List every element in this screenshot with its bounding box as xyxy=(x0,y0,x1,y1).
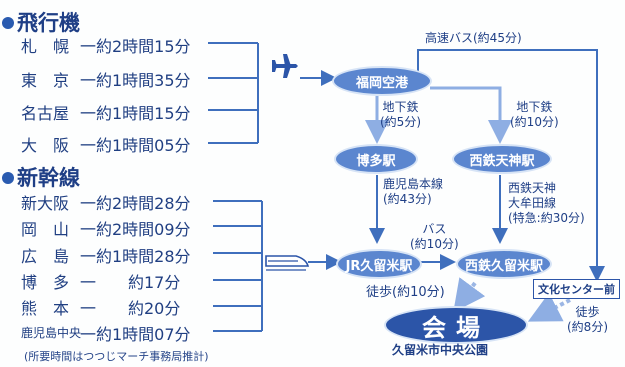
walk-arrow-2 xyxy=(527,292,571,322)
shinkansen-time-hakata: 一 約17分 xyxy=(80,273,181,292)
shinkansen-time-okayama: 一約2時間09分 xyxy=(80,220,191,239)
bullet-icon xyxy=(2,17,14,29)
flight-city-nagoya: 名古屋 xyxy=(21,104,70,123)
kagoshima-line-label: 鹿児島本線 (約43分) xyxy=(383,177,444,206)
flight-city-tokyo: 東 京 xyxy=(21,71,70,90)
node-nishitetsu-tenjin: 西鉄天神駅 xyxy=(452,144,552,174)
bus-label: バス (約10分) xyxy=(410,222,459,251)
node-hakata-station: 博多駅 xyxy=(334,144,418,174)
flight-bracket xyxy=(208,42,259,144)
shinkansen-time-shinosaka: 一約2時間28分 xyxy=(80,194,191,213)
flight-city-osaka: 大 阪 xyxy=(21,136,70,155)
flight-time-sapporo: 一約2時間15分 xyxy=(80,37,191,56)
shinkansen-city-okayama: 岡 山 xyxy=(21,220,70,239)
shinkansen-time-kumamoto: 一 約20分 xyxy=(80,299,181,318)
node-nishitetsu-kurume: 西鉄久留米駅 xyxy=(456,249,552,279)
shinkansen-city-hiroshima: 広 島 xyxy=(21,247,70,266)
airplane-icon xyxy=(272,54,298,78)
subway-arrow-2 xyxy=(430,86,512,144)
flight-city-sapporo: 札 幌 xyxy=(21,37,70,56)
node-fukuoka-airport: 福岡空港 xyxy=(332,66,432,96)
train-icon xyxy=(265,255,310,271)
flight-time-tokyo: 一約1時間35分 xyxy=(80,71,191,90)
bullet-icon xyxy=(2,172,14,184)
estimate-note: (所要時間はつつじマーチ事務局推計) xyxy=(24,350,209,363)
walk-arrow-1 xyxy=(453,277,486,313)
shinkansen-time-hiroshima: 一約1時間28分 xyxy=(80,247,191,266)
shinkansen-header: 新幹線 xyxy=(2,162,80,192)
walk-label-2: 徒歩 (約8分) xyxy=(567,305,608,334)
bunka-center-mae-stop: 文化センター前 xyxy=(533,279,620,299)
subway-label-2: 地下鉄 (約10分) xyxy=(510,100,559,129)
flight-time-osaka: 一約1時間05分 xyxy=(80,136,191,155)
node-jr-kurume: JR久留米駅 xyxy=(336,249,422,279)
venue-name: 久留米市中央公園 xyxy=(392,343,489,357)
flight-header: 飛行機 xyxy=(2,7,80,37)
shinkansen-city-kagoshima: 鹿児島中央 xyxy=(21,326,82,340)
shinkansen-bracket xyxy=(213,200,263,332)
subway-label-1: 地下鉄 (約5分) xyxy=(380,100,421,129)
shinkansen-city-hakata: 博 多 xyxy=(21,273,70,292)
shinkansen-city-kumamoto: 熊 本 xyxy=(21,299,70,318)
highway-bus-label: 高速バス(約45分) xyxy=(425,31,522,45)
walk-label-1: 徒歩(約10分) xyxy=(366,285,445,300)
shinkansen-time-kagoshima: 一約1時間07分 xyxy=(80,325,191,344)
venue-title: 会場 xyxy=(384,306,528,344)
omuta-line-label: 西鉄天神 大牟田線 (特急:約30分) xyxy=(508,181,585,225)
flight-time-nagoya: 一約1時間15分 xyxy=(80,104,191,123)
shinkansen-city-shinosaka: 新大阪 xyxy=(21,194,70,213)
